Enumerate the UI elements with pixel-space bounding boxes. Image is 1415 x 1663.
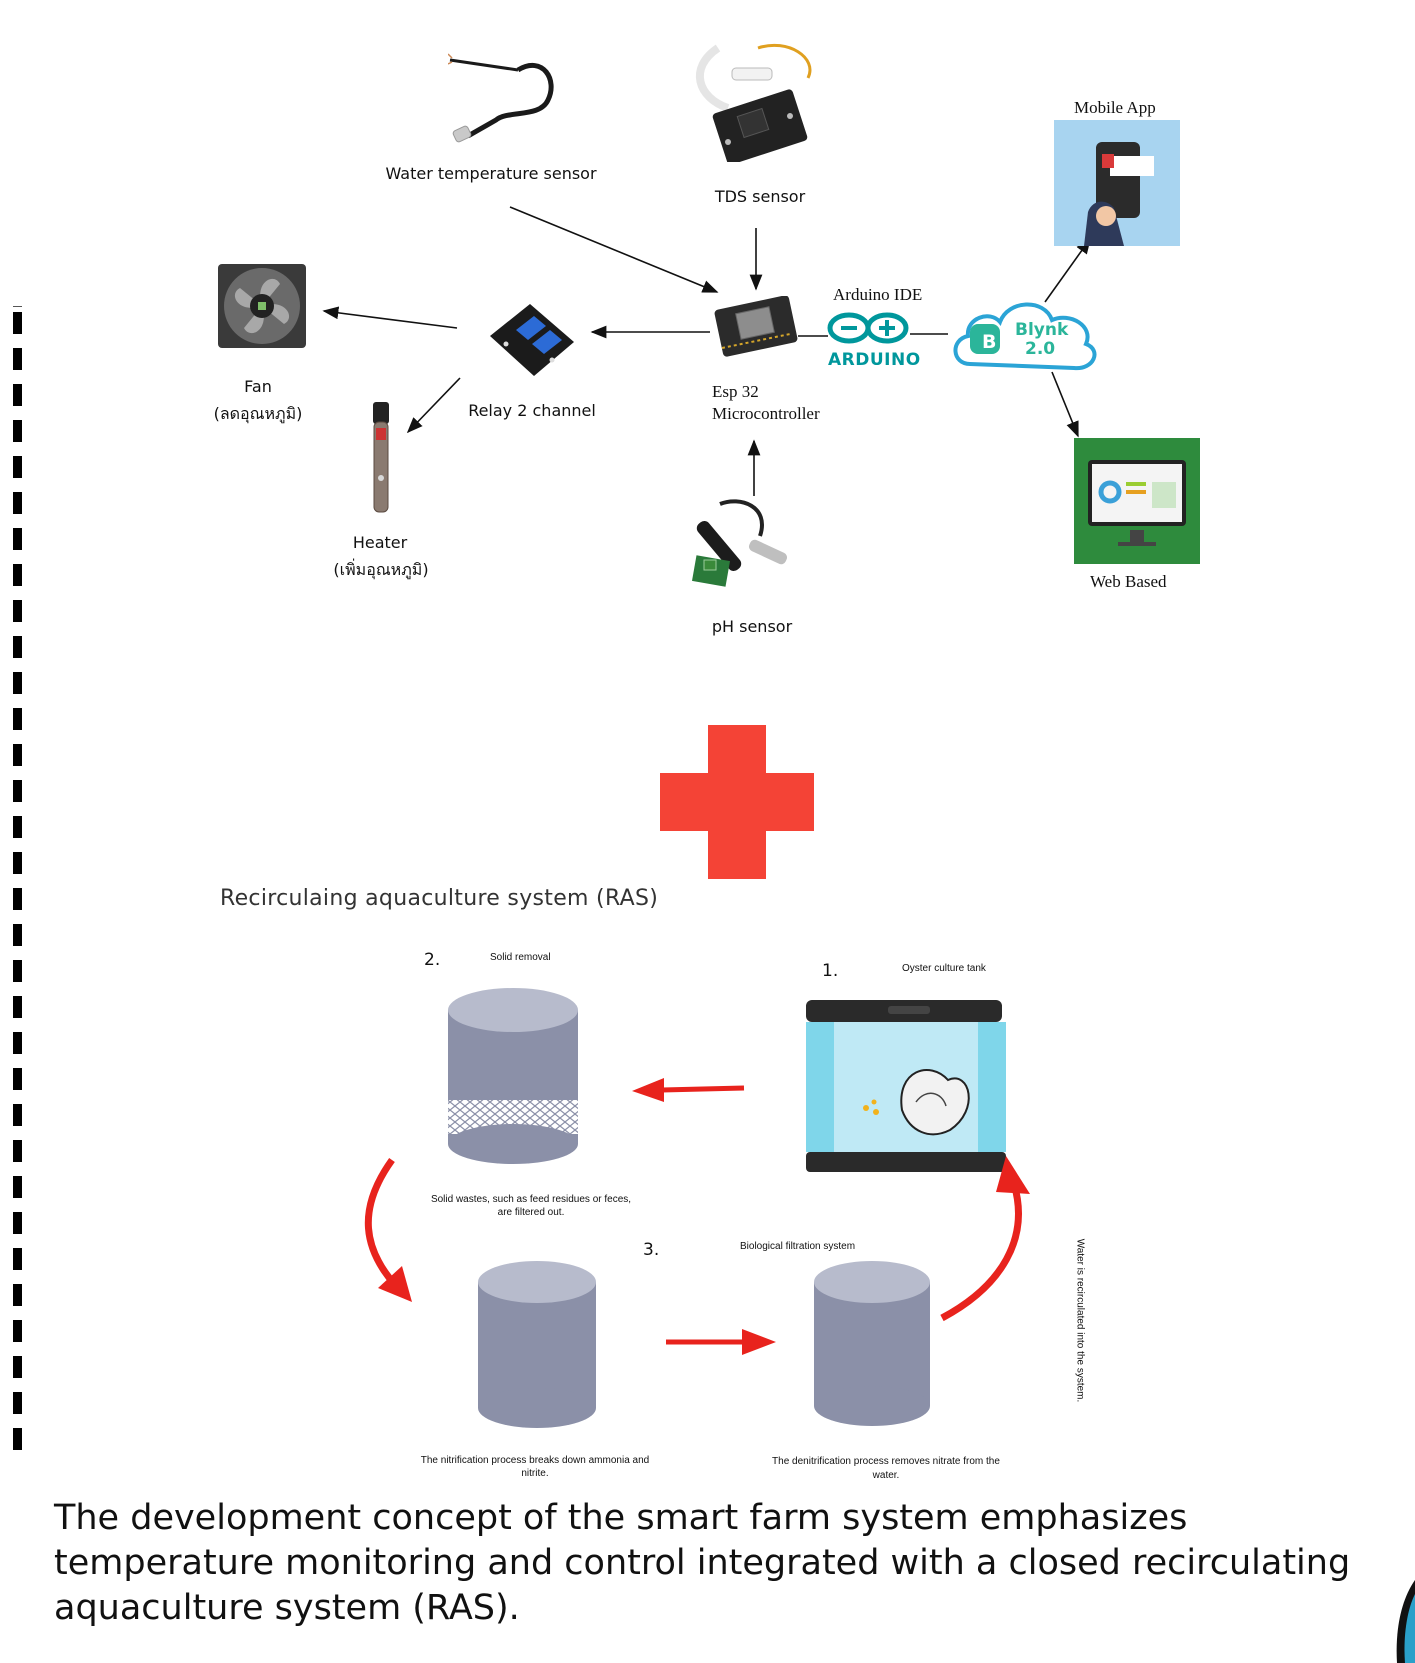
blynk-cloud-icon xyxy=(953,302,1097,371)
dash-segment xyxy=(13,456,22,478)
dash-segment xyxy=(13,852,22,874)
dash-segment xyxy=(13,672,22,694)
tds-sensor-image xyxy=(695,43,812,162)
margin-tick xyxy=(13,306,22,307)
connector-arrows xyxy=(322,206,1091,496)
nitrification-cylinder xyxy=(478,1261,596,1428)
dash-segment xyxy=(13,780,22,802)
corner-decoration xyxy=(1396,1580,1415,1663)
dash-segment xyxy=(13,564,22,586)
fan-label-line1: Fan xyxy=(244,377,272,396)
dash-segment xyxy=(13,1356,22,1378)
ph-sensor-label: pH sensor xyxy=(711,617,793,636)
water-temperature-sensor-label: Water temperature sensor xyxy=(385,164,597,183)
arrow-tempsensor-to-esp32 xyxy=(509,206,719,293)
dash-segment xyxy=(13,1068,22,1090)
dash-segment xyxy=(13,1212,22,1234)
arrow-relay-to-heater xyxy=(406,377,461,434)
arduino-logo-icon xyxy=(827,312,909,344)
dash-segment xyxy=(13,1104,22,1126)
oyster-culture-tank xyxy=(806,1000,1006,1172)
step2-label: Solid removal xyxy=(490,952,551,963)
dash-segment xyxy=(13,1428,22,1450)
dash-segment xyxy=(13,708,22,730)
denitrification-cylinder xyxy=(814,1261,930,1426)
blynk-b-glyph: B xyxy=(982,331,997,353)
web-based-label: Web Based xyxy=(1090,572,1167,591)
heater-image xyxy=(373,402,389,513)
dash-segment xyxy=(13,960,22,982)
solid-removal-cylinder xyxy=(448,988,578,1164)
dash-segment xyxy=(13,312,22,334)
arduino-ide-label: Arduino IDE xyxy=(833,285,923,304)
nitrification-desc-line1: The nitrification process breaks down am… xyxy=(420,1455,650,1466)
ras-process-graphics xyxy=(364,988,1030,1428)
dash-segment xyxy=(13,1284,22,1306)
relay-label: Relay 2 channel xyxy=(468,401,596,420)
dash-segment xyxy=(13,348,22,370)
esp32-label-line2: Microcontroller xyxy=(712,404,820,423)
heater-label-line2: (เพิ่มอุณหภูมิ) xyxy=(333,560,429,579)
step1-label: Oyster culture tank xyxy=(902,963,986,974)
plus-icon xyxy=(660,725,814,879)
fan-label-line2: (ลดอุณหภูมิ) xyxy=(213,404,303,423)
step3-number: 3. xyxy=(643,1240,660,1260)
water-temperature-sensor-image xyxy=(448,53,554,143)
dash-segment xyxy=(13,1320,22,1342)
dash-segment xyxy=(13,420,22,442)
dash-segment xyxy=(13,600,22,622)
esp32-label-line1: Esp 32 xyxy=(712,382,759,401)
dash-segment xyxy=(13,1140,22,1162)
recirculation-note: Water is recirculated into the system. xyxy=(1074,1238,1086,1403)
dash-segment xyxy=(13,1176,22,1198)
tds-sensor-label: TDS sensor xyxy=(714,187,806,206)
arrow-blynk-to-mobile xyxy=(1044,237,1091,303)
dash-segment xyxy=(13,492,22,514)
nitrification-desc-line2: nitrite. xyxy=(521,1468,549,1479)
heater-label-line1: Heater xyxy=(352,533,408,552)
relay-board-image xyxy=(490,304,574,376)
mobile-app-label: Mobile App xyxy=(1074,98,1156,117)
step2-desc-line1: Solid wastes, such as feed residues or f… xyxy=(430,1194,632,1205)
step3-label: Biological filtration system xyxy=(740,1241,856,1252)
blynk-version: 2.0 xyxy=(1025,339,1056,359)
arrow-relay-to-fan xyxy=(322,306,458,329)
ras-title: Recirculaing aquaculture system (RAS) xyxy=(220,886,659,911)
dash-segment xyxy=(13,996,22,1018)
dash-segment xyxy=(13,888,22,910)
denitrification-desc-line2: water. xyxy=(872,1470,900,1481)
dash-segment xyxy=(13,528,22,550)
dash-segment xyxy=(13,636,22,658)
dash-segment xyxy=(13,816,22,838)
esp32-board-image xyxy=(714,296,798,357)
dash-segment xyxy=(13,384,22,406)
step2-number: 2. xyxy=(424,950,441,970)
red-flow-arrows xyxy=(364,1078,1030,1355)
caption-text: The development concept of the smart far… xyxy=(54,1498,1351,1628)
blynk-name: Blynk xyxy=(1015,320,1069,340)
dash-segment xyxy=(13,1248,22,1270)
dash-segment xyxy=(13,744,22,766)
ph-sensor-image xyxy=(692,499,788,587)
step2-desc-line2: are filtered out. xyxy=(497,1207,565,1218)
denitrification-desc-line1: The denitrification process removes nitr… xyxy=(772,1456,1000,1467)
arduino-wordmark: ARDUINO xyxy=(828,350,921,370)
dash-segment xyxy=(13,1032,22,1054)
dash-segment xyxy=(13,924,22,946)
web-dashboard-image xyxy=(1074,438,1200,564)
step1-number: 1. xyxy=(822,961,839,981)
dash-segment xyxy=(13,1392,22,1414)
mobile-app-image xyxy=(1054,120,1180,246)
arrow-blynk-to-web xyxy=(1051,371,1079,438)
fan-image xyxy=(218,264,306,348)
